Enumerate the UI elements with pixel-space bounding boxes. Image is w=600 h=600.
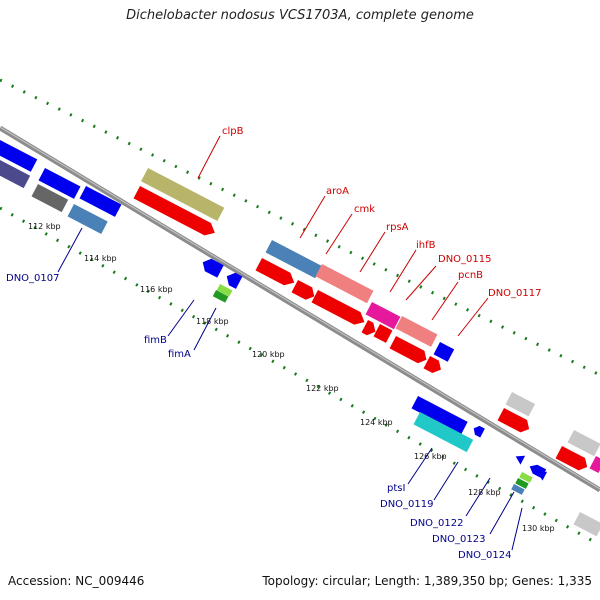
gene-feature[interactable] (573, 512, 600, 537)
gene-feature[interactable] (315, 264, 374, 304)
accession-text: Accession: NC_009446 (8, 574, 145, 588)
gene-feature[interactable] (471, 424, 485, 438)
gene-feature[interactable] (311, 290, 368, 328)
inner-dotted-ring (0, 206, 600, 547)
genome-diagram: 112 kbp 114 kbp 116 kbp 118 kbp 120 kbp … (0, 78, 600, 560)
gene-label-pcnB[interactable]: pcnB (458, 270, 483, 281)
gene-feature[interactable] (505, 392, 536, 417)
gene-feature[interactable] (31, 184, 69, 213)
gene-label-clpB[interactable]: clpB (222, 126, 244, 137)
genome-summary-text: Topology: circular; Length: 1,389,350 bp… (262, 574, 592, 588)
gene-feature[interactable] (200, 256, 224, 278)
gene-label-rpsA[interactable]: rpsA (386, 222, 409, 233)
gene-feature[interactable] (513, 452, 526, 465)
gene-feature[interactable] (567, 430, 600, 457)
map-title: Dichelobacter nodosus VCS1703A, complete… (126, 8, 474, 23)
gene-feature[interactable] (511, 484, 525, 495)
gene-feature[interactable] (265, 240, 322, 279)
gene-label-DNO-0115[interactable]: DNO_0115 (438, 254, 492, 265)
kbp-tick-label: 124 kbp (360, 418, 393, 427)
gene-feature[interactable] (224, 270, 243, 289)
kbp-tick-label: 126 kbp (414, 452, 447, 461)
gene-feature[interactable] (216, 284, 233, 297)
gene-feature[interactable] (433, 342, 455, 362)
gene-feature[interactable] (413, 412, 474, 453)
gene-label-aroA[interactable]: aroA (326, 186, 349, 197)
gene-feature[interactable] (589, 456, 600, 474)
forward-leader-lines (197, 135, 489, 337)
gene-label-cmk[interactable]: cmk (354, 204, 375, 215)
gene-feature[interactable] (79, 186, 122, 217)
gene-feature[interactable] (365, 302, 401, 330)
gene-feature[interactable] (395, 316, 438, 347)
gene-label-DNO-0122[interactable]: DNO_0122 (410, 518, 464, 529)
gene-label-DNO-0119[interactable]: DNO_0119 (380, 499, 434, 510)
gene-feature[interactable] (519, 472, 533, 483)
kbp-tick-label: 128 kbp (468, 488, 501, 497)
gene-label-DNO-0124[interactable]: DNO_0124 (458, 550, 512, 560)
gene-feature[interactable] (497, 408, 533, 435)
genome-backbone-highlight (0, 126, 600, 490)
kbp-tick-label: 114 kbp (84, 254, 117, 263)
gene-feature[interactable] (291, 280, 318, 303)
gene-label-ihfB[interactable]: ihfB (416, 240, 436, 251)
gene-feature[interactable] (38, 168, 81, 199)
gene-label-DNO-0123[interactable]: DNO_0123 (432, 534, 486, 545)
gene-feature[interactable] (0, 140, 38, 172)
genome-backbone (0, 125, 600, 493)
gene-feature[interactable] (515, 478, 529, 489)
kbp-tick-label: 112 kbp (28, 222, 61, 231)
gene-feature[interactable] (255, 258, 298, 289)
gene-feature[interactable] (373, 324, 393, 343)
kbp-tick-label: 118 kbp (196, 317, 229, 326)
kbp-tick-label: 116 kbp (140, 285, 173, 294)
reverse-strand-genes (0, 160, 600, 537)
gene-feature[interactable] (141, 168, 225, 222)
gene-feature[interactable] (411, 396, 468, 435)
gene-feature[interactable] (0, 160, 31, 189)
gene-feature[interactable] (212, 290, 229, 303)
gene-feature[interactable] (67, 204, 108, 234)
kbp-tick-label: 122 kbp (306, 384, 339, 393)
reverse-leader-lines (57, 227, 523, 551)
gene-label-DNO-0107[interactable]: DNO_0107 (6, 273, 60, 284)
gene-feature[interactable] (535, 468, 548, 481)
gene-feature[interactable] (423, 356, 445, 376)
forward-strand-genes (0, 140, 600, 474)
gene-feature[interactable] (361, 320, 379, 338)
gene-feature[interactable] (555, 446, 591, 473)
kbp-tick-label: 130 kbp (522, 524, 555, 533)
gene-feature[interactable] (389, 336, 430, 366)
kbp-tick-label: 120 kbp (252, 350, 285, 359)
gene-label-fimA[interactable]: fimA (168, 349, 191, 360)
gene-feature[interactable] (133, 186, 219, 239)
gene-label-fimB[interactable]: fimB (144, 335, 167, 346)
gene-label-ptsI[interactable]: ptsI (387, 483, 405, 494)
gene-label-DNO-0117[interactable]: DNO_0117 (488, 288, 542, 299)
